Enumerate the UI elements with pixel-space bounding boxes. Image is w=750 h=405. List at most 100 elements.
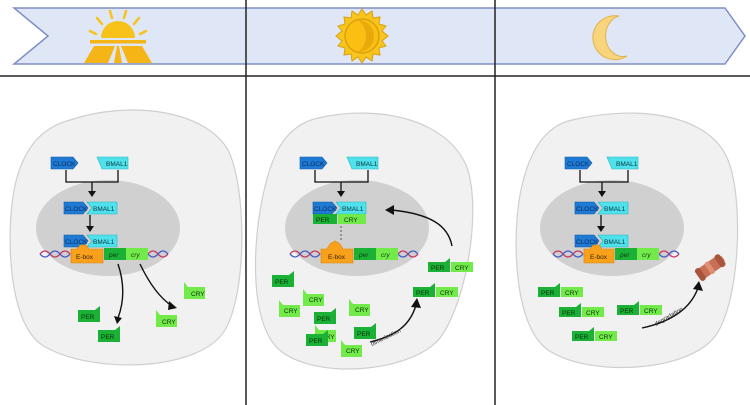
cry-gene: [126, 248, 148, 260]
per-label: PER: [541, 290, 555, 297]
per-gene: [615, 248, 637, 260]
arrowhead: [168, 301, 177, 310]
cry-label: CRY: [309, 297, 323, 304]
bmal1-label: BMAL1: [604, 239, 626, 246]
bmal1-label: BMAL1: [93, 239, 115, 246]
nuclear-import-arrow: [391, 209, 453, 247]
per-label: PER: [357, 331, 371, 338]
arrowhead: [597, 226, 605, 232]
per-label: PER: [101, 334, 115, 341]
clock-label: CLOCK: [576, 239, 599, 246]
per-protein: PER: [98, 326, 120, 342]
cry-protein: CRY: [184, 282, 205, 299]
sun-icon: [335, 8, 389, 64]
cry-protein: CRY: [156, 310, 177, 327]
e-box-label: E-box: [590, 254, 608, 261]
cry-label: CRY: [284, 308, 298, 315]
cry-label: CRY: [644, 308, 658, 315]
per-label: PER: [620, 308, 634, 315]
cry-label: CRY: [355, 307, 369, 314]
clock-bmal1-dimer: CLOCK BMAL1: [63, 234, 118, 248]
cry-protein: CRY: [341, 340, 362, 357]
clock-label: CLOCK: [576, 206, 599, 213]
bmal1-label: BMAL1: [616, 161, 638, 168]
nucleus: [36, 180, 180, 276]
e-box: [320, 240, 354, 264]
per-cry-bound-dimer: CLOCK BMAL1 PER CRY: [312, 201, 367, 224]
cry-protein: CRY: [303, 289, 324, 306]
arrowhead: [385, 205, 394, 215]
bmal1-label: BMAL1: [93, 206, 115, 213]
per-cry-dimer: PER CRY: [617, 301, 662, 315]
clock-bmal1-dimer: CLOCK BMAL1: [63, 201, 118, 215]
per-cry-dimer: PER CRY: [572, 327, 617, 341]
clock-protein: CLOCK: [299, 156, 328, 170]
per-label: PER: [275, 279, 289, 286]
clock-label: CLOCK: [314, 206, 337, 213]
cry-gene-label: cry: [381, 252, 390, 259]
cry-gene: [376, 248, 398, 260]
clock-label: CLOCK: [65, 206, 88, 213]
per-label: PER: [562, 310, 576, 317]
e-box-label: E-box: [76, 254, 94, 261]
binding-connector: [65, 170, 119, 192]
panel-sunrise: CLOCK BMAL1 CLOCK BMAL1 CLOCK BMAL1: [9, 109, 243, 366]
per-gene: [104, 248, 126, 260]
dna-strand: [289, 250, 419, 258]
panel-night: CLOCK BMAL1 CLOCK BMAL1 CLOCK BMAL1: [515, 112, 739, 369]
clock-bmal1-dimer: CLOCK BMAL1: [574, 201, 629, 215]
dna-strand: [552, 250, 680, 258]
bmal1-label: BMAL1: [342, 206, 364, 213]
proteasome-icon: [694, 254, 726, 281]
arrowhead: [337, 191, 345, 197]
per-protein: PER: [354, 323, 376, 339]
degradation-arrow: [641, 287, 699, 329]
arrowhead: [411, 298, 421, 308]
moon-icon: [592, 15, 628, 61]
bmal1-protein: BMAL1: [346, 156, 379, 170]
cry-gene: [637, 248, 659, 260]
cry-gene-label: cry: [131, 252, 140, 259]
clock-label: CLOCK: [567, 161, 590, 168]
cry-label: CRY: [162, 319, 176, 326]
per-protein: PER: [78, 306, 100, 322]
panel-noon: CLOCK BMAL1 CLOCK BMAL1 PER CRY per: [254, 112, 474, 370]
arrowhead: [88, 191, 96, 197]
cry-label: CRY: [455, 265, 469, 272]
per-protein: PER: [314, 308, 336, 324]
clock-bmal1-dimer: CLOCK BMAL1: [574, 234, 629, 248]
per-cry-dimer: PER CRY: [413, 283, 458, 297]
e-box: [70, 244, 104, 264]
clock-protein: CLOCK: [564, 156, 593, 170]
per-label: PER: [316, 217, 330, 224]
cry-label: CRY: [440, 290, 454, 297]
arrowhead: [86, 226, 94, 232]
e-box: [583, 244, 615, 264]
e-box-label: E-box: [328, 254, 346, 261]
per-gene-label: per: [358, 252, 369, 259]
cry-label: CRY: [346, 348, 360, 355]
cry-protein: CRY: [279, 300, 300, 317]
dimerization-arrow: [369, 304, 417, 343]
bmal1-protein: BMAL1: [606, 156, 639, 170]
binding-connector: [579, 170, 629, 192]
per-protein: PER: [306, 330, 328, 346]
cry-label: CRY: [321, 334, 335, 341]
cry-gene-label: cry: [642, 252, 651, 259]
bmal1-protein: BMAL1: [96, 156, 129, 170]
arrowhead: [693, 281, 703, 291]
cry-protein: CRY: [349, 299, 370, 316]
per-label: PER: [309, 338, 323, 345]
per-gene-label: per: [108, 252, 119, 259]
per-gene-label: per: [619, 252, 630, 259]
per-label: PER: [81, 314, 95, 321]
dna-strand: [39, 250, 169, 258]
per-label: PER: [416, 290, 430, 297]
export-arrow-per: [117, 263, 124, 319]
per-cry-dimer: PER CRY: [559, 303, 604, 317]
bmal1-label: BMAL1: [604, 206, 626, 213]
cry-label: CRY: [586, 310, 600, 317]
cry-label: CRY: [565, 290, 579, 297]
cry-label: CRY: [599, 334, 613, 341]
